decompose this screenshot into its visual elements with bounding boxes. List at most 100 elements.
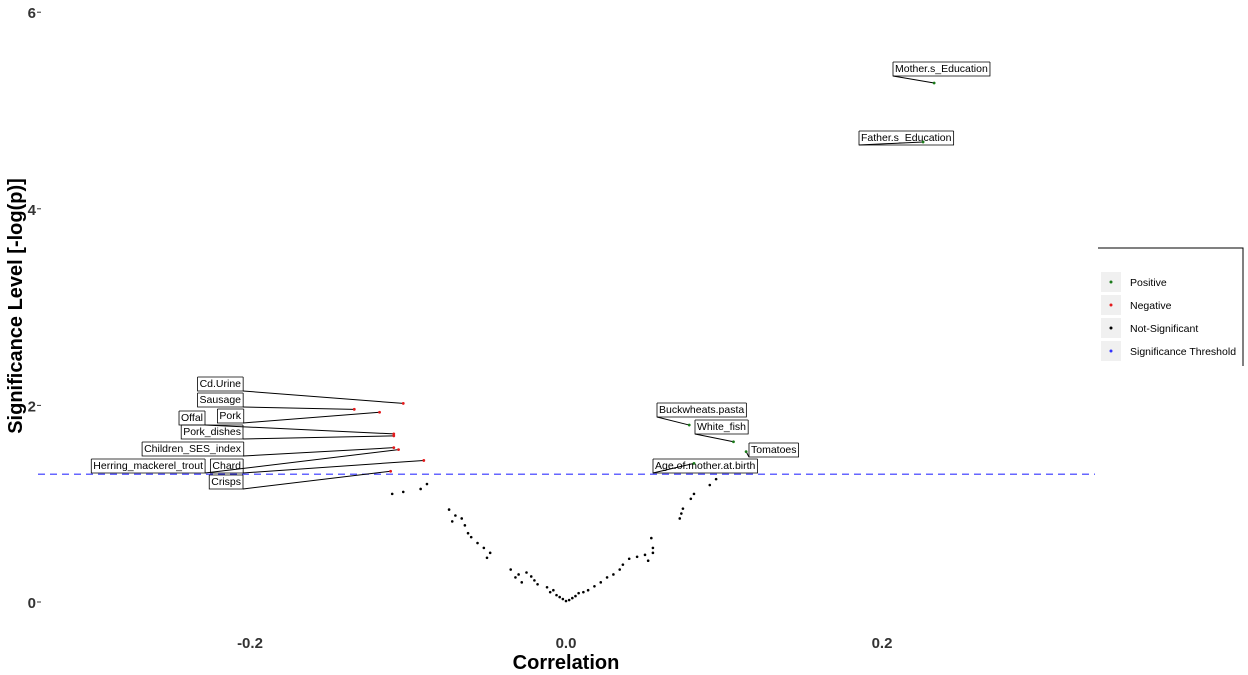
data-point-20 — [533, 579, 536, 582]
data-point-cd-urine — [401, 402, 405, 405]
data-point-24 — [548, 590, 552, 594]
data-point-herring-mackerel-trout — [397, 448, 400, 452]
data-point-2 — [419, 487, 422, 491]
data-point-38 — [605, 576, 609, 579]
leader-line-pork — [242, 411, 380, 424]
label-box-cd-urine — [197, 376, 244, 392]
point-label-buckwheats-pasta: Buckwheats.pasta — [659, 404, 744, 416]
legend-key-1 — [1109, 303, 1113, 307]
data-point-55 — [714, 477, 718, 481]
point-label-mother-s-education: Mother.s_Education — [895, 63, 988, 75]
points-layer — [390, 477, 718, 603]
legend-label-3: Significance Threshold — [1130, 346, 1236, 358]
label-box-crisps — [208, 474, 244, 490]
label-box-pork-dishes — [180, 424, 244, 440]
data-point-31 — [571, 596, 574, 600]
data-point-32 — [574, 594, 577, 598]
data-point-8 — [463, 524, 467, 527]
leader-line-herring-mackerel-trout — [204, 449, 399, 474]
data-point-18 — [525, 571, 528, 574]
leader-line-chard — [242, 459, 424, 474]
y-tick-label-3: 6 — [28, 5, 36, 22]
data-point-buckwheats-pasta — [687, 423, 691, 427]
data-point-6 — [450, 520, 454, 523]
point-label-offal: Offal — [181, 412, 203, 424]
data-point-46 — [651, 551, 655, 555]
data-point-7 — [460, 517, 464, 520]
label-box-father-s-education — [858, 130, 955, 146]
label-box-buckwheats-pasta — [656, 402, 747, 418]
label-box-age-of-mother-at-birth — [652, 458, 758, 474]
data-point-1 — [401, 490, 405, 494]
data-point-pork-dishes — [392, 434, 396, 438]
label-box-herring-mackerel-trout — [90, 458, 206, 474]
label-box-sausage — [197, 392, 244, 408]
legend-frame — [1098, 247, 1244, 366]
data-point-9 — [466, 531, 470, 535]
data-point-10 — [469, 535, 473, 539]
legend-label-0: Positive — [1130, 277, 1167, 289]
point-label-tomatoes: Tomatoes — [751, 444, 797, 456]
leader-line-cd-urine — [242, 390, 404, 404]
point-label-crisps: Crisps — [211, 476, 241, 488]
data-point-17 — [514, 576, 517, 579]
point-label-cd-urine: Cd.Urine — [200, 378, 242, 390]
data-point-children-ses-index — [392, 446, 396, 450]
leader-line-buckwheats-pasta — [656, 416, 690, 426]
point-label-pork-dishes: Pork_dishes — [183, 426, 241, 438]
data-point-21 — [520, 581, 524, 584]
leader-line-crisps — [242, 470, 391, 490]
x-tick-label-1: 0.0 — [556, 635, 577, 652]
data-point-chard — [422, 459, 426, 462]
data-point-13 — [488, 551, 492, 555]
data-point-29 — [564, 599, 568, 603]
label-box-pork — [217, 408, 245, 424]
data-point-offal — [392, 432, 396, 436]
point-label-age-of-mother-at-birth: Age.of.mother.at.birth — [655, 460, 756, 472]
data-point-white-fish — [732, 440, 735, 444]
leader-line-children-ses-index — [242, 447, 394, 457]
data-point-sausage — [352, 407, 356, 411]
data-point-crisps — [389, 469, 393, 473]
label-box-mother-s-education — [892, 61, 991, 77]
data-point-father-s-education — [921, 140, 925, 144]
x-tick-label-2: 0.2 — [872, 635, 893, 652]
data-point-3 — [425, 482, 429, 486]
data-point-11 — [476, 541, 479, 545]
leader-line-mother-s-education — [892, 75, 935, 84]
data-point-51 — [681, 507, 685, 510]
data-point-39 — [612, 573, 615, 576]
legend-key-2 — [1109, 326, 1113, 330]
data-point-mother-s-education — [932, 81, 936, 85]
data-point-49 — [678, 517, 682, 520]
y-axis-title: Significance Level [-log(p)] — [5, 178, 27, 434]
data-point-54 — [708, 483, 712, 487]
legend-label-2: Not-Significant — [1130, 323, 1198, 335]
data-point-pork — [378, 410, 381, 414]
point-label-father-s-education: Father.s_Education — [861, 132, 952, 144]
y-tick-label-0: 0 — [28, 595, 36, 612]
data-point-25 — [552, 588, 555, 592]
data-point-5 — [454, 514, 457, 517]
leader-line-white-fish — [694, 433, 734, 443]
label-box-children-ses-index — [141, 441, 245, 457]
data-point-27 — [558, 595, 561, 599]
x-tick-label-0: -0.2 — [237, 635, 263, 652]
data-point-15 — [509, 568, 512, 571]
point-label-sausage: Sausage — [200, 394, 242, 406]
data-point-14 — [485, 556, 489, 560]
data-point-33 — [577, 591, 580, 595]
data-point-50 — [680, 512, 683, 515]
data-point-42 — [627, 557, 631, 561]
data-point-35 — [586, 588, 590, 592]
data-point-34 — [582, 590, 585, 594]
data-point-16 — [517, 573, 520, 576]
data-point-48 — [650, 536, 653, 540]
data-point-26 — [555, 593, 558, 597]
legend-key-3 — [1109, 349, 1113, 353]
data-point-30 — [567, 598, 571, 602]
leader-line-offal — [204, 424, 394, 435]
data-point-40 — [618, 568, 622, 571]
data-point-age-of-mother-at-birth — [692, 461, 696, 465]
